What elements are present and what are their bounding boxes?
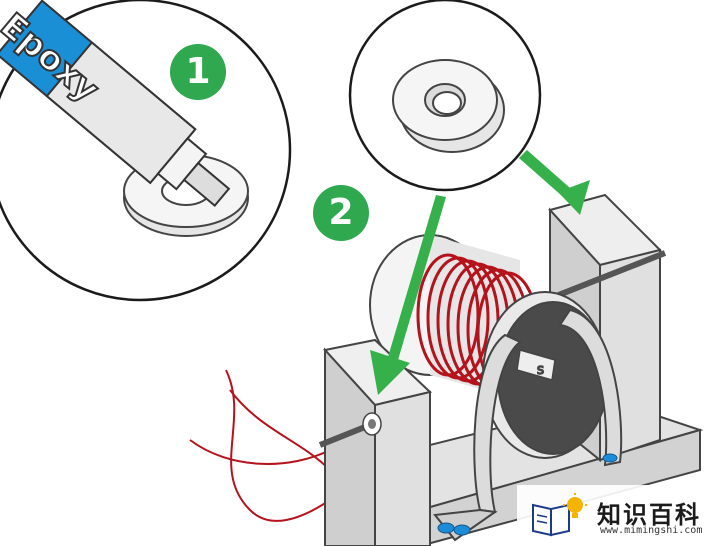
bar-magnet: S bbox=[516, 349, 556, 381]
step-1-badge: 1 bbox=[170, 44, 226, 100]
book-bulb-icon bbox=[532, 493, 587, 537]
axle-front bbox=[318, 412, 382, 448]
watermark: 知识百科 www.mimingshi.com bbox=[517, 485, 728, 546]
inset-epoxy: Epoxy bbox=[0, 0, 292, 302]
inset-washer bbox=[348, 0, 542, 192]
step-2-badge: 2 bbox=[313, 185, 369, 241]
base-magnets bbox=[437, 453, 618, 536]
watermark-url: www.mimingshi.com bbox=[600, 525, 703, 536]
loose-wires bbox=[189, 369, 331, 522]
magnet-pole-label: S bbox=[537, 364, 544, 377]
placement-arrows bbox=[370, 150, 590, 395]
watermark-title: 知识百科 bbox=[597, 501, 701, 529]
